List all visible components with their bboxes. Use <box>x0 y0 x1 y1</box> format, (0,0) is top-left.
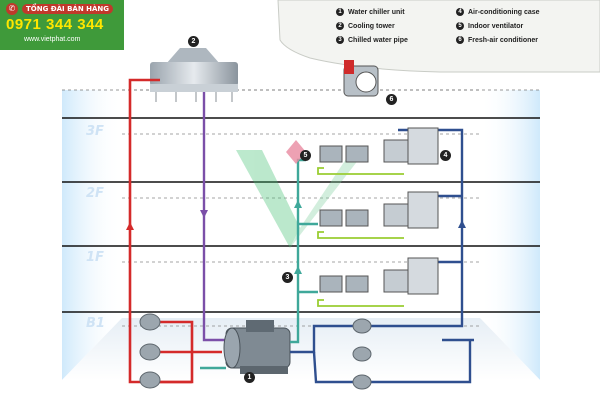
condensate-pipe <box>317 167 404 307</box>
floor-label-b1: B1 <box>86 316 105 331</box>
cooling-return-arrow <box>200 210 208 218</box>
indoor-units-1f <box>319 257 439 295</box>
indoor-units-2f <box>319 191 439 229</box>
chilled-water-arrows <box>294 200 302 274</box>
hotline-badge[interactable]: ✆ TỔNG ĐÀI BÁN HÀNG 0971 344 344 www.vie… <box>0 0 124 50</box>
callout-ac-case: 4 <box>440 150 451 161</box>
cooling-pumps <box>139 313 161 389</box>
chilled-return-arrows <box>458 220 466 228</box>
water-chiller-unit <box>223 320 291 374</box>
cooling-tower <box>150 48 238 102</box>
indoor-units-3f <box>286 127 439 165</box>
cooling-water-arrow <box>126 222 134 230</box>
floor-label-1f: 1F <box>86 250 104 265</box>
floor-label-3f: 3F <box>86 124 104 139</box>
cooling-return-pipe <box>202 92 226 342</box>
phone-icon: ✆ <box>6 3 18 15</box>
callout-chiller: 1 <box>244 372 255 383</box>
building-frame <box>62 89 540 380</box>
hotline-phone[interactable]: 0971 344 344 <box>6 16 104 33</box>
callout-cooling-tower: 2 <box>188 36 199 47</box>
watermark-logo <box>236 150 366 248</box>
chilled-pumps <box>352 318 372 390</box>
hotline-label: TỔNG ĐÀI BÁN HÀNG <box>22 4 114 14</box>
callout-indoor-ventilator: 5 <box>300 150 311 161</box>
legend-bubble <box>277 0 600 73</box>
callout-fresh-air: 6 <box>386 94 397 105</box>
hotline-website[interactable]: www.vietphat.com <box>24 36 81 43</box>
callout-chilled-pipe: 3 <box>282 272 293 283</box>
floor-slabs <box>62 117 540 313</box>
fresh-air-conditioner <box>343 60 379 97</box>
floor-label-2f: 2F <box>86 186 104 201</box>
